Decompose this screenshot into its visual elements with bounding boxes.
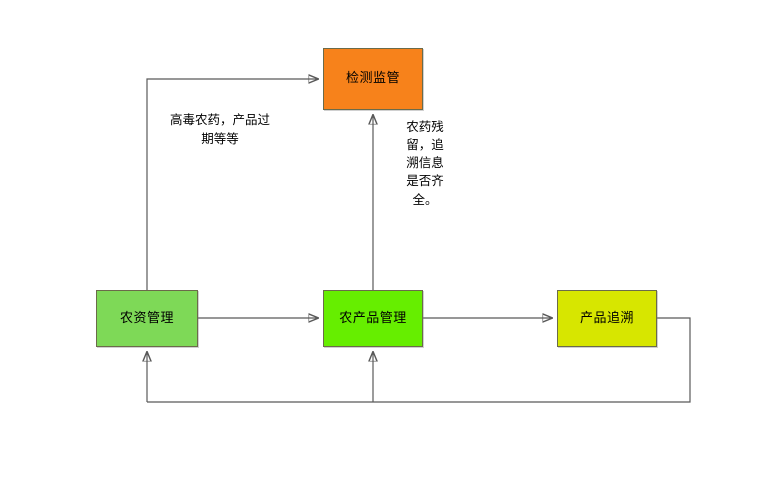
edge-label-residue: 农药残 留，追 溯信息 是否齐 全。 [406,119,444,207]
node-traceability[interactable]: 产品追溯 [557,290,657,347]
node-traceability-label: 产品追溯 [579,310,634,326]
node-agri-products[interactable]: 农产品管理 [323,290,423,347]
node-inspection[interactable]: 检测监管 [323,48,423,110]
edge-label-pesticide: 高毒农药，产品过 期等等 [169,112,270,147]
node-inspection-label: 检测监管 [345,71,400,87]
node-agri-inputs[interactable]: 农资管理 [96,290,198,347]
node-agri-inputs-label: 农资管理 [119,310,174,326]
node-agri-products-label: 农产品管理 [339,310,407,326]
